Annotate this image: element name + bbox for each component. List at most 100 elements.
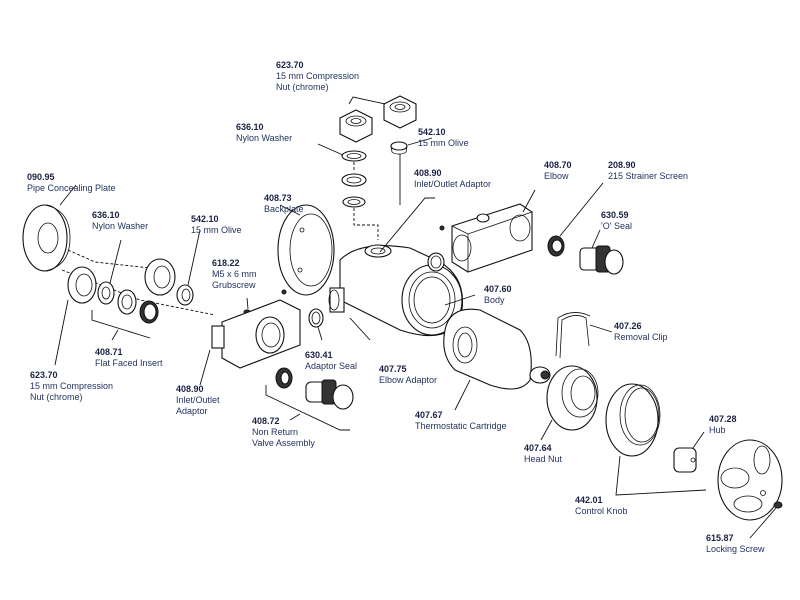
part-name: Inlet/Outlet <box>176 395 220 405</box>
part-number: 408.73 <box>264 193 292 203</box>
part-number: 408.70 <box>544 160 572 170</box>
part-number: 408.90 <box>414 168 442 178</box>
part-number: 408.71 <box>95 347 123 357</box>
o-seal-cartridge <box>579 245 624 275</box>
part-name: 'O' Seal <box>601 221 632 231</box>
part-name: Control Knob <box>575 506 628 516</box>
thermostatic-cartridge <box>443 308 551 390</box>
part-number: 618.22 <box>212 258 240 268</box>
part-name: Nylon Washer <box>92 221 149 231</box>
part-name: M5 x 6 mm <box>212 269 257 279</box>
locking-screw <box>773 501 783 509</box>
compression-nut-top-left <box>339 109 373 143</box>
part-number: 407.67 <box>415 410 443 420</box>
elbow <box>439 203 533 273</box>
part-name: Elbow Adaptor <box>379 375 438 385</box>
adaptor-seal <box>308 308 324 328</box>
removal-clip <box>555 312 591 359</box>
part-name: Nut (chrome) <box>30 392 83 402</box>
o-ring-body <box>427 252 445 272</box>
part-number: 407.26 <box>614 321 642 331</box>
non-return-valve <box>275 367 354 410</box>
part-name: Flat Faced Insert <box>95 358 163 368</box>
strainer-screen <box>547 235 565 257</box>
hub <box>673 447 697 473</box>
part-name: 15 mm Compression <box>276 71 360 81</box>
part-name: Adaptor Seal <box>305 361 358 371</box>
part-name: Locking Screw <box>706 544 765 554</box>
part-number: 542.10 <box>191 214 219 224</box>
control-knob-cap <box>717 439 783 521</box>
part-name: Pipe Concealing Plate <box>27 183 116 193</box>
compression-nut-left-2 <box>144 258 176 296</box>
part-number: 636.10 <box>236 122 264 132</box>
part-number: 542.10 <box>418 127 446 137</box>
compression-nut-left <box>67 266 97 304</box>
part-number: 408.72 <box>252 416 280 426</box>
part-label: 630.59'O' Seal <box>601 210 632 232</box>
part-number: 630.59 <box>601 210 629 220</box>
part-name: Nylon Washer <box>236 133 293 143</box>
part-name: Body <box>484 295 505 305</box>
leader-line <box>348 96 386 105</box>
part-name: 215 Strainer Screen <box>608 171 689 181</box>
backplate <box>277 204 335 296</box>
part-name: Inlet/Outlet Adaptor <box>414 179 492 189</box>
inlet-outlet-adaptor-lower <box>211 299 301 369</box>
part-name: Non Return <box>252 427 299 437</box>
part-name: Backplate <box>264 204 304 214</box>
part-number: 208.90 <box>608 160 636 170</box>
nylon-washer-left <box>97 281 115 305</box>
washers-stack <box>341 173 367 208</box>
part-name: 15 mm Olive <box>418 138 469 148</box>
part-name: Valve Assembly <box>252 438 315 448</box>
part-name: Thermostatic Cartridge <box>415 421 507 431</box>
pipe-concealing-plate <box>22 204 71 272</box>
part-name: Nut (chrome) <box>276 82 329 92</box>
part-number: 615.87 <box>706 533 734 543</box>
part-name: Adaptor <box>176 406 208 416</box>
part-name: Grubscrew <box>212 280 256 290</box>
olive-top <box>390 141 408 155</box>
part-number: 407.28 <box>709 414 737 424</box>
part-name: 15 mm Olive <box>191 225 242 235</box>
part-number: 623.70 <box>276 60 304 70</box>
olive-left <box>176 284 194 306</box>
nylon-washer-top <box>341 150 367 162</box>
part-number: 090.95 <box>27 172 55 182</box>
head-nut <box>546 365 599 431</box>
part-number: 636.10 <box>92 210 120 220</box>
part-number: 630.41 <box>305 350 333 360</box>
part-number: 623.70 <box>30 370 58 380</box>
part-name: Head Nut <box>524 454 563 464</box>
part-number: 442.01 <box>575 495 603 505</box>
part-number: 407.75 <box>379 364 407 374</box>
part-number: 408.90 <box>176 384 204 394</box>
compression-nut-top-right <box>383 95 417 129</box>
part-name: Hub <box>709 425 726 435</box>
part-number: 407.64 <box>524 443 552 453</box>
